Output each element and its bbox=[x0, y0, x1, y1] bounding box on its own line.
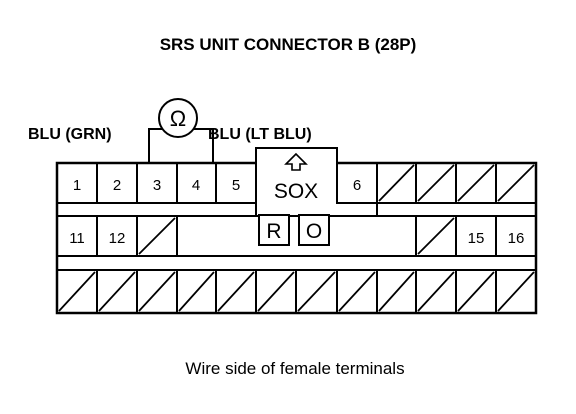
empty-cavity-hatch bbox=[58, 271, 96, 312]
pin-12: 12 bbox=[109, 230, 126, 247]
pin-11: 11 bbox=[69, 230, 85, 247]
diagram-title: SRS UNIT CONNECTOR B (28P) bbox=[160, 35, 417, 54]
empty-cavity-hatch bbox=[378, 271, 415, 312]
empty-cavity-hatch bbox=[297, 271, 336, 312]
ohmmeter-symbol: Ω bbox=[170, 106, 186, 131]
lock-tab-r bbox=[258, 214, 290, 246]
empty-cavity-hatch bbox=[217, 271, 255, 312]
pin-5: 5 bbox=[232, 177, 240, 194]
empty-cavity-hatch bbox=[257, 271, 295, 312]
empty-cavity-hatch bbox=[497, 271, 535, 312]
empty-cavity-hatch bbox=[98, 271, 136, 312]
wire-label-left: BLU (GRN) bbox=[28, 126, 112, 143]
empty-cavity-hatch bbox=[417, 164, 455, 202]
empty-cavity-hatch bbox=[138, 217, 176, 255]
pin-15: 15 bbox=[468, 230, 485, 247]
lock-tab-o-label: O bbox=[306, 220, 322, 243]
empty-cavity-hatch bbox=[378, 164, 415, 202]
empty-cavity-hatch bbox=[417, 271, 455, 312]
empty-cavity-hatch bbox=[178, 271, 215, 312]
empty-cavity-hatch bbox=[138, 271, 176, 312]
pin-16: 16 bbox=[508, 230, 525, 247]
pin-4: 4 bbox=[192, 177, 200, 194]
lock-tab-r-label: R bbox=[266, 220, 281, 243]
ohmmeter-icon bbox=[158, 98, 198, 138]
empty-cavity-hatch bbox=[457, 164, 495, 202]
pin-3: 3 bbox=[153, 177, 161, 194]
diagram-caption: Wire side of female terminals bbox=[185, 359, 404, 378]
pin-2: 2 bbox=[113, 177, 121, 194]
pin-6: 6 bbox=[353, 177, 361, 194]
pin-1: 1 bbox=[73, 177, 81, 194]
empty-cavity-hatch bbox=[497, 164, 535, 202]
empty-cavity-hatch bbox=[417, 217, 455, 255]
wire-label-right: BLU (LT BLU) bbox=[208, 126, 312, 143]
keyway-label: SOX bbox=[274, 180, 318, 203]
arrow-up-icon bbox=[284, 152, 308, 171]
empty-cavity-hatch bbox=[338, 271, 376, 312]
empty-cavity-hatch bbox=[457, 271, 495, 312]
lock-tab-o bbox=[298, 214, 330, 246]
